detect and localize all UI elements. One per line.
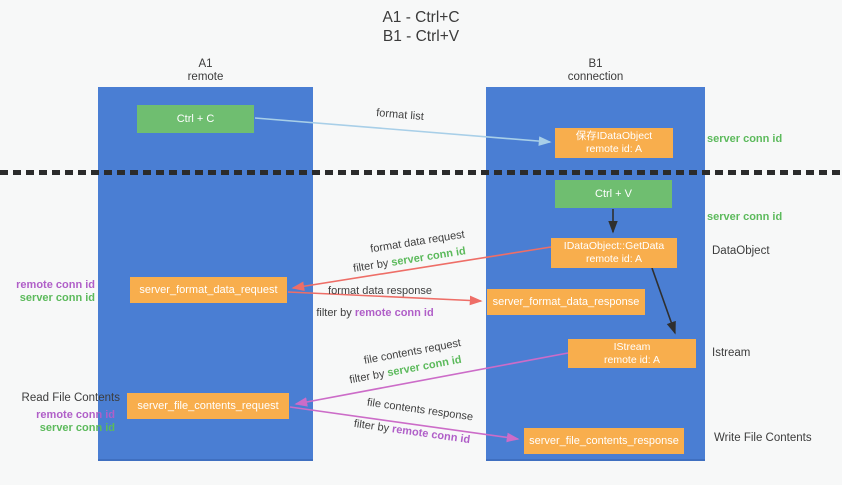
remote-conn-id-text: remote conn id [354,307,434,319]
node-istream-line1: IStream [613,340,651,353]
node-format-request-label: server_format_data_request [139,283,278,296]
node-getdata: IDataObject::GetData remote id: A [551,238,677,268]
node-save-dataobject: 保存IDataObject remote id: A [555,128,673,158]
node-istream-line2: remote id: A [603,353,661,366]
label-filter-remote-conn-1: filter by remote conn id [300,307,450,319]
node-getdata-line1: IDataObject::GetData [563,240,665,252]
node-file-response-label: server_file_contents_response [529,434,679,447]
getdata-to-istream-arrow [651,267,676,335]
label-format-data-response-text: format data response [328,285,432,297]
format-data-response-arrow [287,291,483,306]
node-save-dataobject-line2: remote id: A [585,143,643,155]
server-conn-id-text: server conn id [19,292,95,304]
format-list-arrow [254,117,552,146]
file-contents-response-arrow [289,406,520,443]
annotation-write-file-contents: Write File Contents [714,432,812,444]
node-file-response: server_file_contents_response [524,428,684,454]
annotation-server-conn-id-mid: server conn id [707,211,782,224]
title-line-1: A1 - Ctrl+C [382,9,460,26]
server-conn-id-text: server conn id [707,133,783,145]
lane-header-a1: A1 remote [98,58,313,84]
read-file-contents-text: Read File Contents [21,392,120,404]
write-file-contents-text: Write File Contents [714,432,812,444]
annotation-dataobject: DataObject [712,245,770,257]
node-istream: IStream remote id: A [568,339,696,368]
node-format-response: server_format_data_response [487,289,645,315]
lane-a1-name: A1 [198,58,213,70]
lane-b1-name: B1 [588,58,603,70]
node-file-request: server_file_contents_request [127,393,289,419]
server-conn-id-text: server conn id [39,422,115,434]
lane-a1-role: remote [187,71,224,83]
annotation-conn-ids-bottom: remote conn id server conn id [0,409,115,435]
filter-by-text: filter by [316,307,352,319]
label-format-data-response: format data response [305,285,455,297]
node-ctrl-v-label: Ctrl + V [595,187,632,200]
diagram-title: A1 - Ctrl+C B1 - Ctrl+V [0,8,842,46]
node-format-request: server_format_data_request [130,277,287,303]
remote-conn-id-text: remote conn id [36,409,115,421]
phase-separator-line [0,170,842,175]
title-line-2: B1 - Ctrl+V [382,28,460,45]
istream-text: Istream [712,347,751,359]
node-ctrl-v: Ctrl + V [555,180,672,208]
node-format-response-label: server_format_data_response [492,295,640,308]
file-contents-request-arrow [294,352,569,407]
annotation-server-conn-id-top: server conn id [707,133,782,146]
node-ctrl-c: Ctrl + C [137,105,254,133]
node-file-request-label: server_file_contents_request [137,399,279,412]
server-conn-id-text: server conn id [707,211,783,223]
dataobject-text: DataObject [712,245,770,257]
format-data-request-arrow [291,246,552,291]
annotation-conn-ids-mid: remote conn id server conn id [0,279,95,305]
annotation-read-file-contents: Read File Contents [0,392,120,404]
remote-conn-id-text: remote conn id [16,279,95,291]
lane-header-b1: B1 connection [486,58,705,84]
node-ctrl-c-label: Ctrl + C [176,112,215,125]
annotation-istream: Istream [712,347,750,359]
lane-b1-role: connection [567,71,624,83]
node-save-dataobject-line1: 保存IDataObject [575,130,653,142]
node-getdata-line2: remote id: A [585,253,643,265]
